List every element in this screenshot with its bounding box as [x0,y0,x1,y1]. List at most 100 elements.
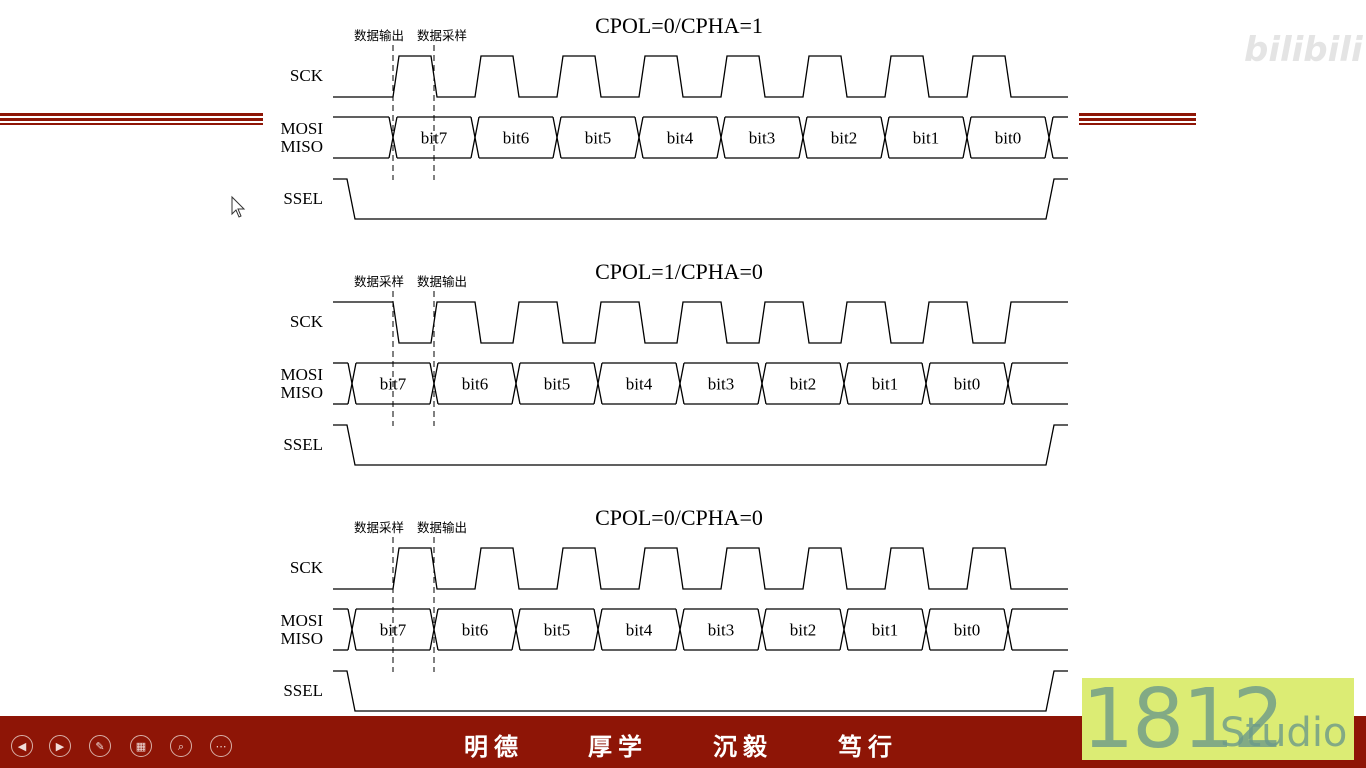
bus-transition [515,362,521,405]
bus-transition [720,116,726,159]
stripe-line [1079,113,1196,116]
previous-slide-icon[interactable]: ◀ [11,735,33,757]
ssel-waveform [333,178,1068,220]
diagram-title: CPOL=0/CPHA=0 [595,505,763,530]
label-mosi: MOSI [280,611,323,630]
bus-transition [474,116,480,159]
bus-transition [843,362,849,405]
motto-4: 笃行 [838,733,898,761]
bus-transition [515,608,521,651]
bit-label: bit4 [626,375,653,394]
label-ssel: SSEL [283,681,323,700]
ssel-waveform [333,424,1068,466]
stripe-line [0,118,263,121]
label-miso: MISO [280,137,323,156]
bit-label: bit4 [667,129,694,148]
bus-transition [679,608,685,651]
bit-label: bit3 [708,621,734,640]
decorative-stripes [0,0,1196,716]
ssel-waveform [333,670,1068,712]
timing-diagram-1: CPOL=0/CPHA=1数据输出数据采样SCKMOSIMISOSSELbit7… [280,13,1068,220]
bus-transition [802,116,808,159]
bus-transition [843,608,849,651]
annotation-right: 数据输出 [417,520,467,535]
bus-transition [884,116,890,159]
sck-waveform [333,301,1068,344]
bilibili-watermark: bilibili [1244,30,1363,70]
label-mosi: MOSI [280,365,323,384]
diagram-title: CPOL=0/CPHA=1 [595,13,763,38]
bus-transition [556,116,562,159]
studio-word: Studio [1220,710,1348,756]
label-ssel: SSEL [283,189,323,208]
annotation-left: 数据采样 [354,520,404,535]
timing-diagrams: CPOL=0/CPHA=1数据输出数据采样SCKMOSIMISOSSELbit7… [280,13,1068,712]
bit-label: bit2 [790,375,816,394]
label-sck: SCK [290,66,324,85]
diagram-title: CPOL=1/CPHA=0 [595,259,763,284]
annotation-right: 数据采样 [417,28,467,43]
bus-transition [351,362,357,405]
bit-label: bit5 [544,621,570,640]
bit-label: bit2 [790,621,816,640]
zoom-icon[interactable]: ⌕ [170,735,192,757]
bit-label: bit6 [462,375,488,394]
annotation-right: 数据输出 [417,274,467,289]
slide-sorter-icon[interactable]: ▦ [130,735,152,757]
stripe-line [0,113,263,116]
bit-label: bit0 [954,375,980,394]
label-sck: SCK [290,558,324,577]
label-sck: SCK [290,312,324,331]
label-ssel: SSEL [283,435,323,454]
bus-transition [638,116,644,159]
pen-icon[interactable]: ✎ [89,735,111,757]
stripe-line [1079,118,1196,121]
bit-label: bit1 [913,129,939,148]
bit-label: bit6 [503,129,529,148]
timing-diagram-3: CPOL=0/CPHA=0数据采样数据输出SCKMOSIMISOSSELbit7… [280,505,1068,712]
bit-label: bit0 [995,129,1021,148]
bus-transition [597,362,603,405]
studio-logo: 1812 Studio [1082,678,1354,760]
stripe-line [1079,123,1196,125]
annotation-left: 数据输出 [354,28,404,43]
bit-label: bit4 [626,621,653,640]
diagram-panel [264,0,1078,716]
bit-label: bit6 [462,621,488,640]
bus-transition [925,608,931,651]
studio-number: 1812 [1082,678,1285,760]
bit-label: bit0 [954,621,980,640]
bit-label: bit3 [749,129,775,148]
bus-transition [925,362,931,405]
stripe-line [0,123,263,125]
bit-label: bit5 [585,129,611,148]
sck-waveform [333,547,1068,590]
bus-transition [679,362,685,405]
motto-2: 厚学 [588,733,648,761]
timing-diagram-2: CPOL=1/CPHA=0数据采样数据输出SCKMOSIMISOSSELbit7… [280,259,1068,466]
sck-waveform [333,55,1068,98]
bus-transition [1007,362,1013,405]
bus-transition [761,608,767,651]
label-miso: MISO [280,629,323,648]
bus-transition [351,608,357,651]
bus-transition [966,116,972,159]
bus-transition [597,608,603,651]
bit-label: bit1 [872,621,898,640]
bit-label: bit3 [708,375,734,394]
label-mosi: MOSI [280,119,323,138]
motto-1: 明德 [464,733,524,761]
bus-transition [1048,116,1054,159]
bit-label: bit1 [872,375,898,394]
bit-label: bit2 [831,129,857,148]
label-miso: MISO [280,383,323,402]
bus-transition [1007,608,1013,651]
bus-transition [761,362,767,405]
motto-3: 沉毅 [713,733,773,761]
bit-label: bit5 [544,375,570,394]
annotation-left: 数据采样 [354,274,404,289]
mouse-cursor-icon [231,195,246,218]
more-options-icon[interactable]: ⋯ [210,735,232,757]
next-slide-icon[interactable]: ▶ [49,735,71,757]
